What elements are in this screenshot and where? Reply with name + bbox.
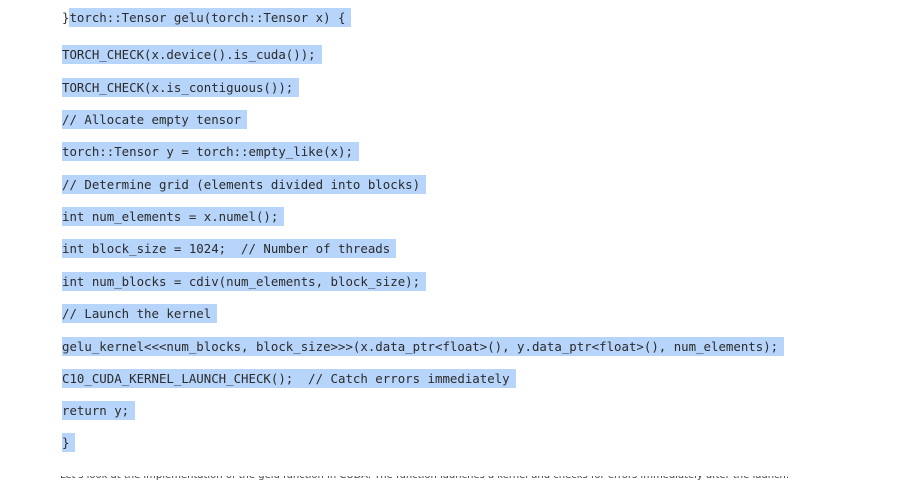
- code-line: int num_blocks = cdiv(num_elements, bloc…: [62, 272, 427, 291]
- code-line-text[interactable]: // Allocate empty tensor: [62, 110, 248, 129]
- code-line: // Allocate empty tensor: [62, 110, 248, 129]
- code-line: }: [62, 433, 76, 452]
- code-line-text[interactable]: int num_elements = x.numel();: [62, 207, 285, 226]
- code-line: TORCH_CHECK(x.device().is_cuda());: [62, 45, 322, 64]
- code-line: TORCH_CHECK(x.is_contiguous());: [62, 78, 300, 97]
- code-line: int num_elements = x.numel();: [62, 207, 285, 226]
- code-line-text[interactable]: }: [62, 433, 76, 452]
- code-line-text[interactable]: int block_size = 1024; // Number of thre…: [62, 239, 397, 258]
- code-line-text[interactable]: return y;: [62, 401, 136, 420]
- code-line-text[interactable]: // Launch the kernel: [62, 304, 218, 323]
- clipped-caption-text: Let's look at the implementation of the …: [60, 470, 790, 481]
- code-line: return y;: [62, 401, 136, 420]
- code-line-text[interactable]: gelu_kernel<<<num_blocks, block_size>>>(…: [62, 337, 785, 356]
- code-line: }torch::Tensor gelu(torch::Tensor x) {: [62, 8, 352, 27]
- code-line: C10_CUDA_KERNEL_LAUNCH_CHECK(); // Catch…: [62, 369, 516, 388]
- code-line: torch::Tensor y = torch::empty_like(x);: [62, 142, 359, 161]
- code-line-text[interactable]: // Determine grid (elements divided into…: [62, 175, 427, 194]
- code-line-text[interactable]: torch::Tensor gelu(torch::Tensor x) {: [69, 8, 352, 27]
- code-line-text[interactable]: int num_blocks = cdiv(num_elements, bloc…: [62, 272, 427, 291]
- code-line-text[interactable]: C10_CUDA_KERNEL_LAUNCH_CHECK(); // Catch…: [62, 369, 516, 388]
- code-line: // Launch the kernel: [62, 304, 218, 323]
- code-line-prefix: }: [62, 10, 70, 25]
- code-line-text[interactable]: TORCH_CHECK(x.is_contiguous());: [62, 78, 300, 97]
- code-line: gelu_kernel<<<num_blocks, block_size>>>(…: [62, 337, 785, 356]
- code-line-text[interactable]: TORCH_CHECK(x.device().is_cuda());: [62, 45, 322, 64]
- code-line: // Determine grid (elements divided into…: [62, 175, 427, 194]
- code-line-text[interactable]: torch::Tensor y = torch::empty_like(x);: [62, 142, 359, 161]
- code-line: int block_size = 1024; // Number of thre…: [62, 239, 397, 258]
